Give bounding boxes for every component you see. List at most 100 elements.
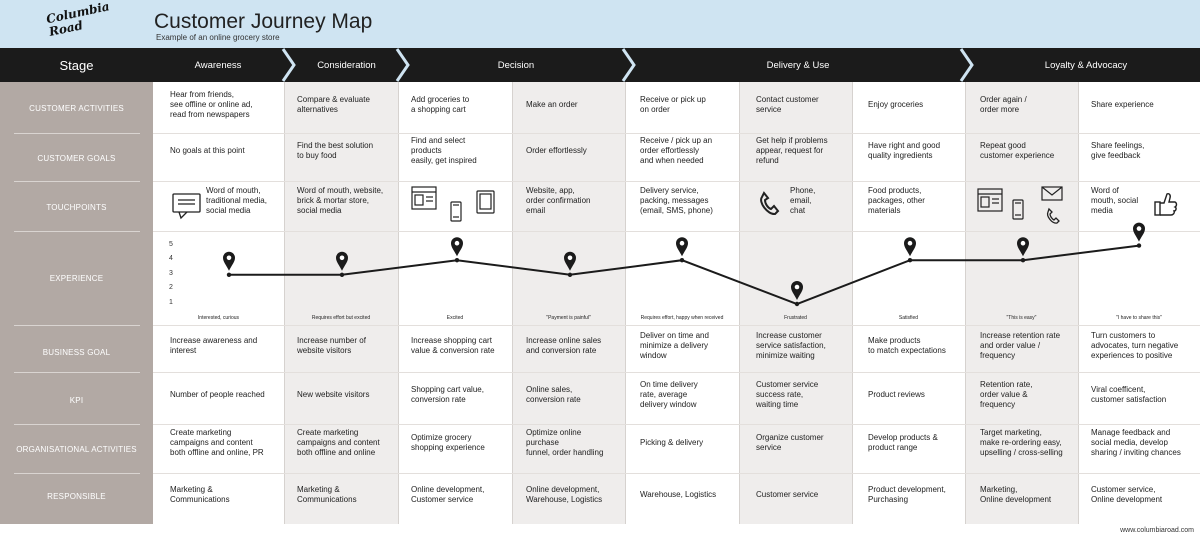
stage-awareness: Awareness	[194, 59, 242, 71]
customer-goals-cell: Share feelings, give feedback	[1091, 141, 1145, 160]
customer-activities-cell: Make an order	[526, 100, 578, 109]
smartphone-icon	[1012, 199, 1024, 220]
kpi-cell: Viral coefficent, customer satisfaction	[1091, 385, 1167, 404]
touchpoints-cell: Word of mouth, social media	[1091, 186, 1139, 215]
responsible-cell: Online development, Customer service	[411, 485, 485, 504]
business-goal-cell: Increase awareness and interest	[170, 336, 258, 355]
row-label-business-goal: BUSINESS GOAL	[42, 347, 111, 357]
column-divider	[512, 82, 513, 524]
organisational-activities-cell: Target marketing, make re-ordering easy,…	[980, 428, 1063, 457]
row-label-responsible: RESPONSIBLE	[47, 491, 106, 501]
footer-url: www.columbiaroad.com	[1120, 527, 1194, 534]
chevron-separator	[395, 48, 410, 82]
kpi-cell: Online sales, conversion rate	[526, 385, 581, 404]
organisational-activities-cell: Manage feedback and social media, develo…	[1091, 428, 1181, 457]
experience-emotion-label: Frustrated	[784, 315, 807, 321]
experience-y-tick: 5	[169, 240, 173, 248]
touchpoints-cell: Word of mouth, website, brick & mortar s…	[297, 186, 384, 215]
responsible-cell: Marketing & Communications	[170, 485, 230, 504]
pin-hole	[794, 284, 800, 290]
experience-y-tick: 3	[169, 269, 173, 277]
chevron-separator	[281, 48, 296, 82]
pin-hole	[1020, 240, 1026, 246]
location-pin-icon	[1017, 237, 1029, 257]
touchpoints-cell: Word of mouth, traditional media, social…	[206, 186, 267, 215]
sidebar-divider	[14, 133, 140, 134]
experience-point	[454, 258, 460, 263]
responsible-cell: Customer service	[756, 490, 819, 499]
sidebar-divider	[14, 424, 140, 425]
sidebar-divider	[14, 372, 140, 373]
location-pin-icon	[904, 237, 916, 257]
experience-point	[794, 301, 800, 307]
page-title: Customer Journey Map	[154, 10, 373, 33]
experience-point	[679, 258, 685, 263]
organisational-activities-cell: Create marketing campaigns and content b…	[170, 428, 264, 457]
header-band	[0, 0, 1200, 48]
business-goal-cell: Turn customers to advocates, turn negati…	[1091, 331, 1179, 360]
location-pin-icon	[451, 237, 463, 257]
alt-column-bg	[965, 82, 1078, 524]
experience-emotion-label: "I have to share this"	[1116, 315, 1162, 321]
pin-hole	[567, 255, 573, 261]
stage-loyalty-advocacy: Loyalty & Advocacy	[1044, 59, 1128, 71]
touchpoints-cell: Phone, email, chat	[790, 186, 816, 215]
sidebar-divider	[14, 325, 140, 326]
row-label-experience: EXPERIENCE	[49, 273, 104, 283]
responsible-cell: Customer service, Online development	[1091, 485, 1163, 504]
organisational-activities-cell: Create marketing campaigns and content b…	[297, 428, 380, 457]
touchpoints-cell: Delivery service, packing, messages (ema…	[640, 186, 713, 215]
experience-chart	[223, 222, 1145, 307]
phone-handset-icon	[760, 191, 780, 215]
experience-y-tick: 1	[169, 299, 173, 306]
customer-activities-cell: Share experience	[1091, 100, 1154, 109]
location-pin-icon	[676, 237, 688, 257]
organisational-activities-cell: Optimize grocery shopping experience	[411, 433, 485, 452]
organisational-activities-cell: Develop products & product range	[868, 433, 938, 452]
stage-decision: Decision	[497, 59, 535, 71]
stage-header-label: Stage	[0, 48, 153, 82]
row-divider	[153, 372, 1200, 373]
experience-emotion-label: "This is easy"	[1006, 315, 1037, 321]
row-label-sidebar	[0, 48, 153, 524]
column-divider	[625, 82, 626, 524]
column-divider	[398, 82, 399, 524]
experience-point	[339, 272, 345, 277]
customer-activities-cell: Hear from friends, see offline or online…	[170, 90, 253, 119]
experience-emotion-label: Requires effort but excited	[311, 315, 371, 321]
sidebar-divider	[14, 181, 140, 182]
alt-column-bg	[512, 82, 625, 524]
customer-goals-cell: Find the best solution to buy food	[297, 141, 374, 160]
row-label-kpi: KPI	[69, 395, 84, 405]
experience-point	[907, 258, 913, 263]
row-divider	[153, 231, 1200, 232]
location-pin-icon	[223, 251, 235, 271]
pin-hole	[1136, 226, 1142, 231]
location-pin-icon	[564, 251, 576, 271]
business-goal-cell: Increase number of website visitors	[297, 336, 366, 355]
column-divider	[965, 82, 966, 524]
kpi-cell: New website visitors	[297, 390, 370, 399]
pin-hole	[907, 240, 913, 246]
responsible-cell: Marketing, Online development	[980, 485, 1052, 504]
kpi-cell: On time delivery rate, average delivery …	[640, 380, 698, 409]
page-subtitle: Example of an online grocery store	[156, 33, 280, 42]
customer-activities-cell: Enjoy groceries	[868, 100, 924, 109]
kpi-cell: Retention rate, order value & frequency	[980, 380, 1033, 409]
business-goal-cell: Increase customer service satisfaction, …	[756, 331, 826, 360]
phone-handset-icon	[1046, 207, 1060, 224]
experience-line	[229, 244, 1140, 306]
customer-goals-cell: Order effortlessly	[526, 146, 587, 155]
row-divider	[153, 181, 1200, 182]
speech-bubble-icon	[172, 193, 201, 220]
pin-hole	[679, 240, 685, 246]
business-goal-cell: Deliver on time and minimize a delivery …	[640, 331, 709, 360]
business-goal-cell: Increase online sales and conversion rat…	[526, 336, 602, 355]
column-divider	[739, 82, 740, 524]
experience-point	[1020, 258, 1026, 263]
tablet-icon	[476, 190, 495, 214]
location-pin-icon	[1133, 222, 1145, 242]
experience-y-tick: 2	[169, 284, 173, 292]
customer-activities-cell: Contact customer service	[756, 95, 819, 114]
